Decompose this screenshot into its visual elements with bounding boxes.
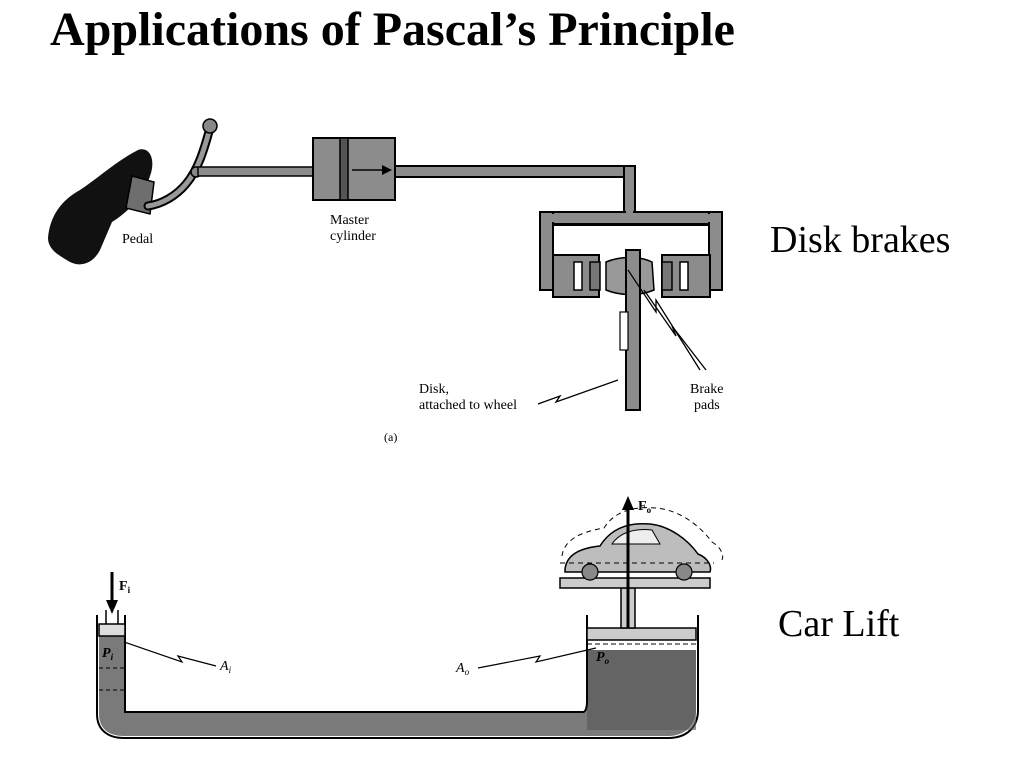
fo-label: Fo — [638, 499, 652, 515]
master-label-1: Master — [330, 213, 369, 228]
disk-leader — [537, 379, 619, 405]
ai-leader — [123, 641, 217, 667]
pi-label: Pi — [102, 646, 114, 662]
car-lift: Fi Fo Pi Po Ai Ao — [96, 496, 724, 739]
push-rod — [197, 166, 315, 177]
disk-label-1: Disk, — [419, 382, 449, 397]
slide-title: Applications of Pascal’s Principle — [50, 3, 735, 56]
car-icon — [564, 522, 712, 573]
pads-leader-1 — [643, 289, 707, 371]
po-label: Po — [596, 650, 610, 666]
panel-label: (a) — [384, 430, 397, 444]
pedal-pivot — [202, 118, 218, 134]
ao-leader — [477, 647, 597, 669]
fi-label: Fi — [119, 579, 131, 595]
ao-label: Ao — [455, 661, 470, 677]
disk-brakes-heading: Disk brakes — [770, 219, 951, 261]
u-tube-outer — [96, 615, 699, 739]
ai-label: Ai — [219, 659, 232, 675]
pads-label-2: pads — [694, 398, 720, 413]
lift-platform — [559, 577, 711, 589]
pedal-label: Pedal — [122, 232, 153, 247]
output-piston — [586, 627, 697, 641]
master-label-2: cylinder — [330, 229, 376, 244]
car-lift-heading: Car Lift — [778, 603, 900, 645]
input-piston — [98, 623, 126, 637]
foot-shoe — [48, 149, 153, 265]
disk-label-2: attached to wheel — [419, 398, 517, 413]
brake-system: Pedal Master cylinder Disk, attached to … — [48, 118, 723, 444]
pads-leader-2 — [627, 269, 701, 371]
pads-label-1: Brake — [690, 382, 723, 397]
